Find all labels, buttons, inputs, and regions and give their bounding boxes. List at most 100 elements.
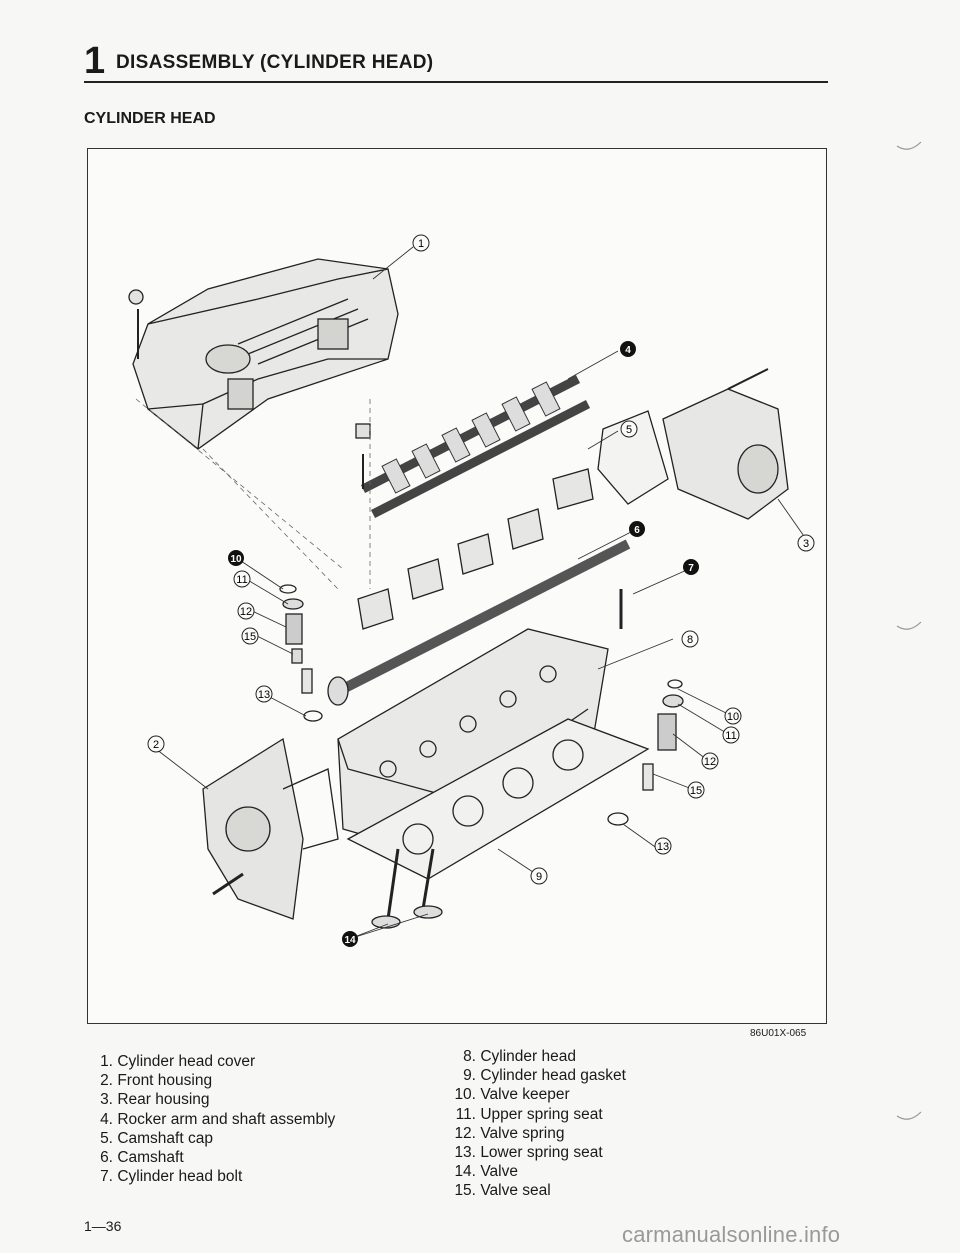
legend-item: 10. Valve keeper	[453, 1085, 626, 1104]
callout-11-right	[722, 726, 740, 744]
legend-number: 1.	[100, 1053, 113, 1070]
callout-6-label: 6	[634, 525, 640, 536]
callout-10-right	[724, 707, 742, 725]
legend-label: Valve spring	[480, 1124, 565, 1142]
left-valve-parts-drawing	[279, 584, 323, 722]
legend-item: 12. Valve spring	[453, 1124, 626, 1143]
legend-label: Camshaft	[117, 1149, 184, 1167]
callout-15-right-label: 15	[690, 785, 702, 797]
legend-number: 3.	[100, 1091, 113, 1109]
callout-11-right-label: 11	[725, 730, 736, 742]
callout-12-right-label: 12	[704, 756, 716, 768]
legend-number: 14.	[454, 1163, 476, 1181]
legend-number: 12.	[454, 1124, 476, 1142]
callout-6	[629, 521, 645, 537]
callout-2	[147, 735, 165, 753]
legend-label: Cylinder head bolt	[117, 1168, 243, 1186]
callout-5-label: 5	[626, 424, 632, 436]
legend-item: 5. Camshaft cap	[90, 1129, 335, 1148]
page-number: 1—36	[84, 1218, 122, 1234]
callout-12-left	[237, 602, 255, 620]
callout-11-left	[233, 570, 251, 588]
callout-8	[681, 630, 699, 648]
callout-8-label: 8	[687, 634, 693, 646]
callout-12-left-label: 12	[240, 606, 252, 618]
callout-7-label: 7	[688, 563, 694, 574]
cylinder-head-gasket-drawing	[346, 718, 650, 880]
callout-10-left	[228, 550, 244, 566]
section-title: CYLINDER HEAD	[84, 110, 216, 127]
callout-7	[683, 559, 699, 575]
legend-label: Valve keeper	[480, 1086, 570, 1104]
callout-14-label: 14	[344, 935, 356, 946]
legend-item: 15. Valve seal	[453, 1181, 626, 1200]
legend-number: 11.	[455, 1105, 476, 1123]
callout-15-left	[241, 627, 259, 645]
legend-number: 15.	[454, 1182, 476, 1200]
legend-item: 8. Cylinder head	[453, 1047, 626, 1066]
callout-13-right-label: 13	[657, 841, 669, 853]
legend-item: 14. Valve	[453, 1162, 626, 1181]
legend-number: 7.	[100, 1168, 113, 1186]
legend-item: 2. Front housing	[90, 1071, 335, 1090]
rear-housing-drawing	[662, 368, 789, 520]
legend-number: 4.	[100, 1110, 113, 1128]
watermark-text: carmanualsonline.info	[622, 1222, 841, 1247]
legend-number: 13.	[454, 1144, 476, 1162]
front-housing-drawing	[202, 737, 339, 920]
callout-4-label: 4	[625, 345, 631, 356]
chapter-title: DISASSEMBLY (CYLINDER HEAD)	[116, 52, 434, 73]
legend-label: Lower spring seat	[480, 1144, 603, 1162]
valves-drawing	[371, 848, 443, 929]
chapter-number: 1	[84, 40, 106, 82]
callout-12-right	[701, 752, 719, 770]
callout-3	[797, 534, 815, 552]
legend-item: 6. Camshaft	[90, 1148, 335, 1167]
callout-4	[620, 341, 636, 357]
legend-number: 8.	[463, 1048, 476, 1065]
dashed-guides	[135, 398, 371, 590]
legend-label: Cylinder head gasket	[480, 1067, 626, 1085]
legend-label: Rear housing	[117, 1091, 210, 1109]
header-rule	[84, 81, 828, 83]
outline-callouts: 1 2 3 5 8 9 10 11 11 12 12 13 13	[147, 234, 815, 885]
callout-1	[412, 234, 430, 252]
legend-number: 2.	[100, 1072, 113, 1090]
legend-number: 6.	[100, 1149, 113, 1167]
margin-mark	[896, 141, 922, 150]
callout-14	[342, 931, 358, 947]
legend-label: Valve	[480, 1163, 518, 1181]
legend-number: 10.	[454, 1086, 476, 1104]
legend-item: 13. Lower spring seat	[453, 1143, 626, 1162]
legend-number: 5.	[100, 1129, 113, 1147]
cylinder-head-cover-drawing	[128, 258, 399, 450]
filled-callouts: 4 6 7 10 14	[228, 341, 699, 947]
callout-13-left-label: 13	[258, 689, 270, 701]
callout-13-left	[255, 685, 273, 703]
camshaft-caps-drawing	[357, 468, 594, 630]
legend-label: Upper spring seat	[480, 1105, 603, 1123]
exploded-view-figure: 1 2 3 5 8 9 10 11 11 12 12 13 13	[87, 148, 827, 1024]
legend-right-column: 8. Cylinder head 9. Cylinder head gasket…	[453, 1047, 626, 1201]
margin-mark	[896, 1111, 922, 1120]
callout-3-label: 3	[803, 538, 809, 550]
legend-item: 4. Rocker arm and shaft assembly	[90, 1110, 335, 1129]
page-header: 1 DISASSEMBLY (CYLINDER HEAD)	[84, 40, 828, 84]
callout-13-right	[654, 837, 672, 855]
callout-10-right-label: 10	[727, 711, 739, 723]
legend-label: Camshaft cap	[117, 1129, 213, 1147]
legend-item: 1. Cylinder head cover	[90, 1052, 335, 1071]
callout-15-left-label: 15	[244, 631, 256, 643]
legend-label: Front housing	[117, 1072, 213, 1090]
callout-9	[530, 867, 548, 885]
rear-gasket-drawing	[597, 410, 669, 505]
legend-item: 9. Cylinder head gasket	[453, 1066, 626, 1085]
rocker-arm-shaft-drawing	[355, 374, 591, 519]
figure-code: 86U01X-065	[750, 1028, 807, 1039]
legend-item: 3. Rear housing	[90, 1090, 335, 1109]
cylinder-head-exploded-diagram: 1 2 3 5 8 9 10 11 11 12 12 13 13	[128, 234, 815, 947]
callout-10-left-label: 10	[230, 554, 242, 565]
legend-label: Valve seal	[480, 1182, 551, 1200]
legend-label: Cylinder head cover	[117, 1053, 256, 1070]
callout-2-label: 2	[153, 739, 159, 751]
